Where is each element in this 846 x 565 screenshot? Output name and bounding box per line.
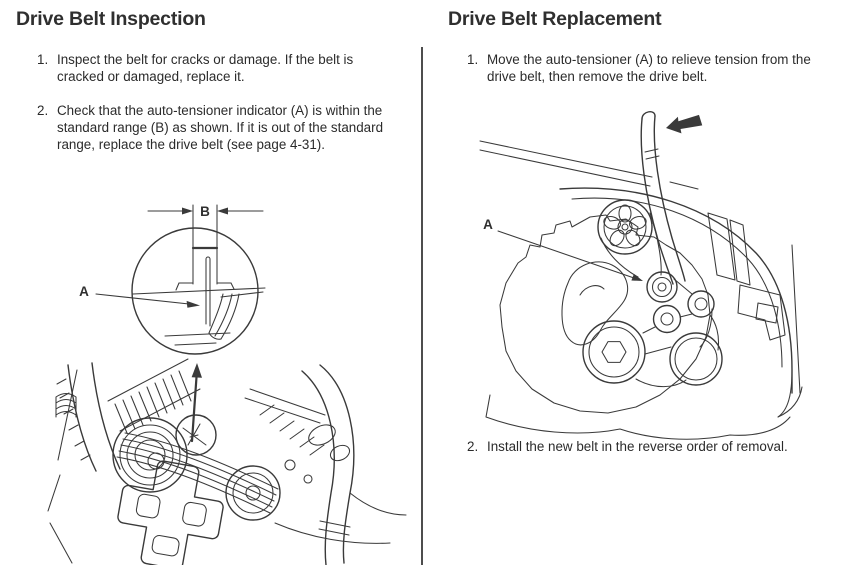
idler-pulleys bbox=[652, 290, 715, 334]
step-number: 1. bbox=[37, 52, 49, 67]
list-item: 1. Move the auto-tensioner (A) to reliev… bbox=[467, 51, 819, 85]
replacement-figure: A bbox=[479, 111, 803, 440]
inspection-steps: 1. Inspect the belt for cracks or damage… bbox=[37, 51, 393, 170]
page-title-inspection: Drive Belt Inspection bbox=[16, 8, 206, 30]
replacement-steps-bottom: 2. Install the new belt in the reverse o… bbox=[467, 438, 842, 472]
pointer-up-arrow bbox=[190, 363, 202, 443]
step-number: 1. bbox=[467, 52, 479, 67]
label-a-arrow: A bbox=[79, 284, 200, 308]
label-b: B bbox=[200, 204, 210, 219]
inspection-figure: B A bbox=[47, 204, 407, 565]
replacement-steps-top: 1. Move the auto-tensioner (A) to reliev… bbox=[467, 51, 819, 102]
label-a-arrow: A bbox=[483, 217, 643, 281]
push-direction-arrow-icon bbox=[666, 114, 703, 134]
step-text: Check that the auto-tensioner indicator … bbox=[57, 103, 384, 152]
step-number: 2. bbox=[467, 439, 479, 454]
engine-block-outline bbox=[485, 214, 803, 440]
crank-pulley bbox=[582, 320, 646, 384]
label-a: A bbox=[483, 217, 493, 232]
page-title-replacement: Drive Belt Replacement bbox=[448, 8, 662, 30]
compressor-pulley bbox=[669, 332, 723, 386]
step-text: Move the auto-tensioner (A) to relieve t… bbox=[487, 52, 811, 84]
step-number: 2. bbox=[37, 103, 49, 118]
list-item: 1. Inspect the belt for cracks or damage… bbox=[37, 51, 393, 85]
detail-circle bbox=[131, 204, 266, 355]
list-item: 2. Check that the auto-tensioner indicat… bbox=[37, 102, 393, 153]
step-text: Install the new belt in the reverse orde… bbox=[487, 439, 788, 454]
label-a: A bbox=[79, 284, 89, 299]
drive-belt-lines bbox=[600, 212, 720, 388]
breaker-bar bbox=[640, 111, 686, 285]
spoked-pulley bbox=[597, 199, 653, 255]
step-text: Inspect the belt for cracks or damage. I… bbox=[57, 52, 354, 84]
list-item: 2. Install the new belt in the reverse o… bbox=[467, 438, 842, 455]
dimension-b-arrows: B bbox=[147, 204, 264, 219]
tensioner-pulley bbox=[646, 271, 678, 303]
column-divider bbox=[421, 47, 423, 565]
engine-belt-illustration bbox=[47, 358, 407, 565]
